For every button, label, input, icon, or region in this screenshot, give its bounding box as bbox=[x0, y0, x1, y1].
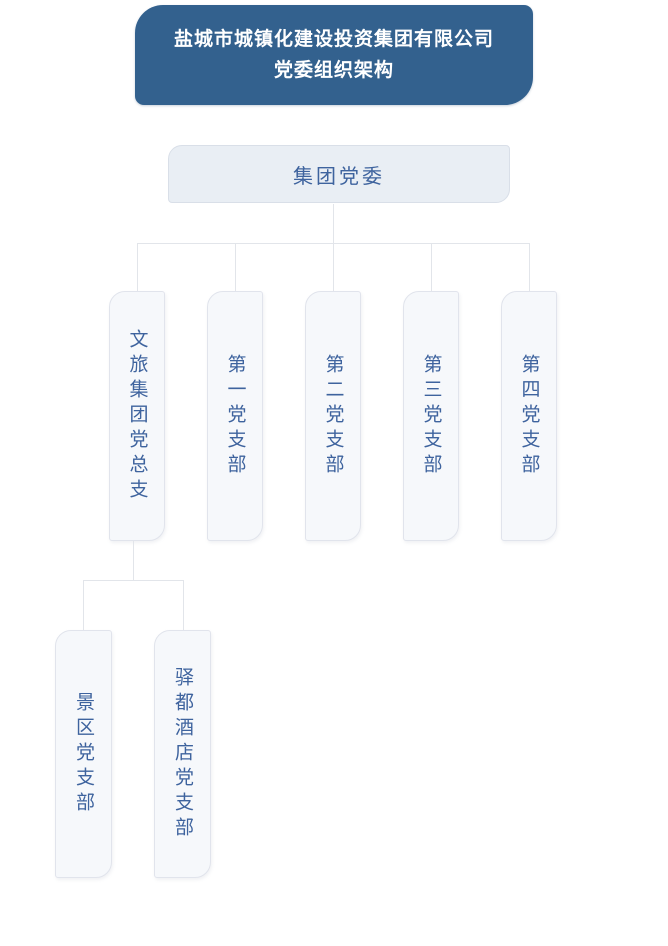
connector-tier1-drop-5 bbox=[529, 243, 530, 291]
org-node-label: 第二党支部 bbox=[322, 353, 344, 479]
org-node-branch-3: 第三党支部 bbox=[403, 291, 459, 541]
connector-tier1-drop-4 bbox=[431, 243, 432, 291]
org-node-label: 景区党支部 bbox=[73, 691, 94, 817]
connector-tier1-drop-3 bbox=[333, 243, 334, 291]
connector-wenlv-stem bbox=[133, 541, 134, 580]
org-node-root-label: 集团党委 bbox=[293, 165, 385, 188]
org-node-label: 文旅集团党总支 bbox=[126, 328, 148, 504]
org-node-wenlv-zongzhi: 文旅集团党总支 bbox=[109, 291, 165, 541]
chart-title-banner: 盐城市城镇化建设投资集团有限公司 党委组织架构 bbox=[135, 5, 533, 105]
org-node-jingqu: 景区党支部 bbox=[55, 630, 112, 878]
connector-tier1-drop-1 bbox=[137, 243, 138, 291]
org-node-label: 第四党支部 bbox=[518, 353, 540, 479]
org-node-label: 驿都酒店党支部 bbox=[172, 666, 193, 842]
chart-title-line-1: 盐城市城镇化建设投资集团有限公司 bbox=[173, 29, 494, 50]
org-node-branch-2: 第二党支部 bbox=[305, 291, 361, 541]
org-node-yidu-hotel: 驿都酒店党支部 bbox=[154, 630, 211, 878]
org-node-branch-4: 第四党支部 bbox=[501, 291, 557, 541]
org-node-label: 第一党支部 bbox=[224, 353, 246, 479]
org-node-label: 第三党支部 bbox=[420, 353, 442, 479]
org-node-branch-1: 第一党支部 bbox=[207, 291, 263, 541]
connector-tier2-drop-1 bbox=[83, 580, 84, 630]
chart-title-line-2: 党委组织架构 bbox=[273, 60, 394, 81]
org-node-root: 集团党委 bbox=[168, 145, 510, 203]
connector-root-stem bbox=[333, 204, 334, 243]
connector-tier1-drop-2 bbox=[235, 243, 236, 291]
connector-tier2-drop-2 bbox=[183, 580, 184, 630]
connector-tier2-bar bbox=[83, 580, 184, 581]
